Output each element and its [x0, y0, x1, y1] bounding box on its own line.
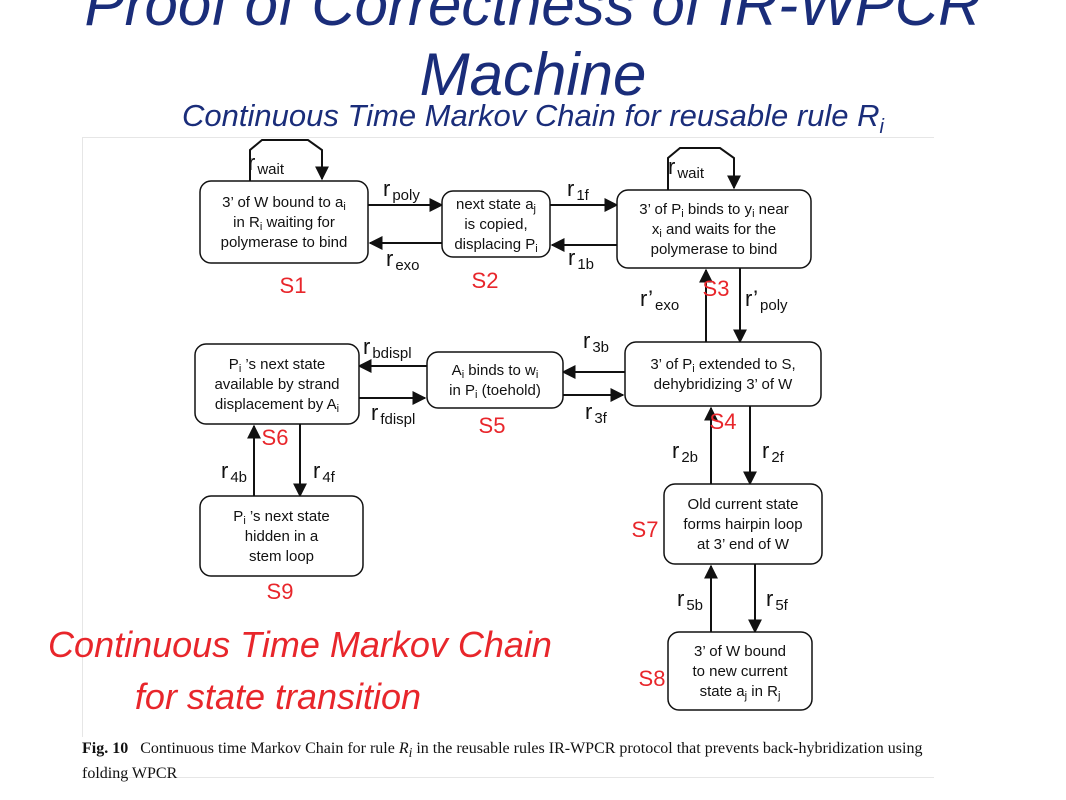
state-text-line: state aj in Rj [700, 683, 781, 702]
state-box-s1 [199, 180, 369, 264]
state-label-s4: S4 [710, 409, 737, 434]
state-box-s6 [194, 343, 360, 425]
caption-text-before: Continuous time Markov Chain for rule [140, 740, 399, 757]
rate-label-r-prime-poly: r’poly [745, 286, 788, 314]
state-label-s8: S8 [639, 666, 666, 691]
state-box-s7 [663, 483, 823, 565]
state-text-line: to new current [692, 663, 788, 680]
edge-s1-self [249, 139, 329, 181]
page-title-line2: Machine [419, 41, 647, 108]
page-subtitle: Continuous Time Markov Chain for reusabl… [0, 98, 1066, 139]
state-text-line: 3’ of Pi binds to yi near [639, 201, 788, 220]
state-text-line: forms hairpin loop [683, 516, 802, 533]
state-text-line: polymerase to bind [651, 241, 778, 258]
state-box-s8 [667, 631, 813, 711]
state-node-s7: Old current state forms hairpin loop at 3’… [663, 483, 823, 565]
annotation-line1: Continuous Time Markov Chain [48, 624, 552, 665]
transition-edges [247, 139, 762, 634]
state-label-s1: S1 [280, 273, 307, 298]
state-label-s6: S6 [262, 425, 289, 450]
state-box-s2 [441, 190, 551, 258]
subtitle-sub: i [879, 116, 884, 139]
state-text-line: Ai binds to wi [452, 362, 539, 381]
state-text-line: hidden in a [245, 528, 319, 545]
state-node-s8: 3’ of W bound to new current state aj in R… [667, 631, 813, 711]
caption-rule-base: R [398, 740, 409, 757]
state-text-line: dehybridizing 3’ of W [654, 376, 794, 393]
state-text-line: available by strand [214, 376, 339, 393]
state-text-line: 3’ of W bound [694, 643, 786, 660]
frame-left-border [82, 137, 83, 737]
state-box-s3 [616, 189, 812, 269]
frame-top-border [82, 137, 934, 138]
state-box-s4 [624, 341, 822, 407]
caption-fig-label: Fig. 10 [82, 740, 129, 757]
state-text-line: is copied, [464, 216, 527, 233]
state-text-line: stem loop [249, 548, 314, 565]
edge-s3-self [667, 147, 741, 190]
state-text-line: Pi ’s next state [233, 508, 329, 527]
frame-bottom-border [82, 777, 934, 778]
state-text-line: Pi ’s next state [229, 356, 325, 375]
state-text-line: at 3’ end of W [697, 536, 790, 553]
state-label-s7: S7 [632, 517, 659, 542]
state-node-s4: 3’ of Pi extended to S,dehybridizing 3’ … [624, 341, 822, 407]
annotation-line2: for state transition [134, 676, 422, 717]
state-box-s5 [426, 351, 564, 409]
state-label-s5: S5 [479, 413, 506, 438]
state-text-line: 3’ of Pi extended to S, [650, 356, 795, 375]
rate-label-r-prime-exo: r’exo [640, 286, 679, 314]
state-box-s9 [199, 495, 364, 577]
state-text-line: displacement by Ai [215, 396, 339, 415]
state-text-line: in Ri waiting for [233, 214, 335, 233]
state-text-line: in Pi (toehold) [449, 382, 541, 401]
state-text-line: xi and waits for the [652, 221, 776, 240]
page-title-line1: Proof of Correctness of IR-WPCR [84, 0, 982, 38]
state-text-line: Old current state [688, 496, 799, 513]
caption-text-after: in the reusable rules IR-WPCR protocol t… [82, 740, 923, 783]
caption-rule: Ri [398, 740, 413, 761]
state-label-s9: S9 [267, 579, 294, 604]
state-label-s2: S2 [472, 268, 499, 293]
state-text-line: 3’ of W bound to ai [222, 194, 346, 213]
state-text-line: displacing Pi [454, 236, 537, 255]
subtitle-text: Continuous Time Markov Chain for reusabl… [182, 98, 880, 133]
state-text-line: polymerase to bind [221, 234, 348, 251]
figure-caption: Fig. 10 Continuous time Markov Chain for… [82, 738, 942, 784]
state-text-line: next state aj [456, 196, 536, 215]
state-label-s3: S3 [703, 276, 730, 301]
caption-rule-sub: i [408, 745, 413, 761]
